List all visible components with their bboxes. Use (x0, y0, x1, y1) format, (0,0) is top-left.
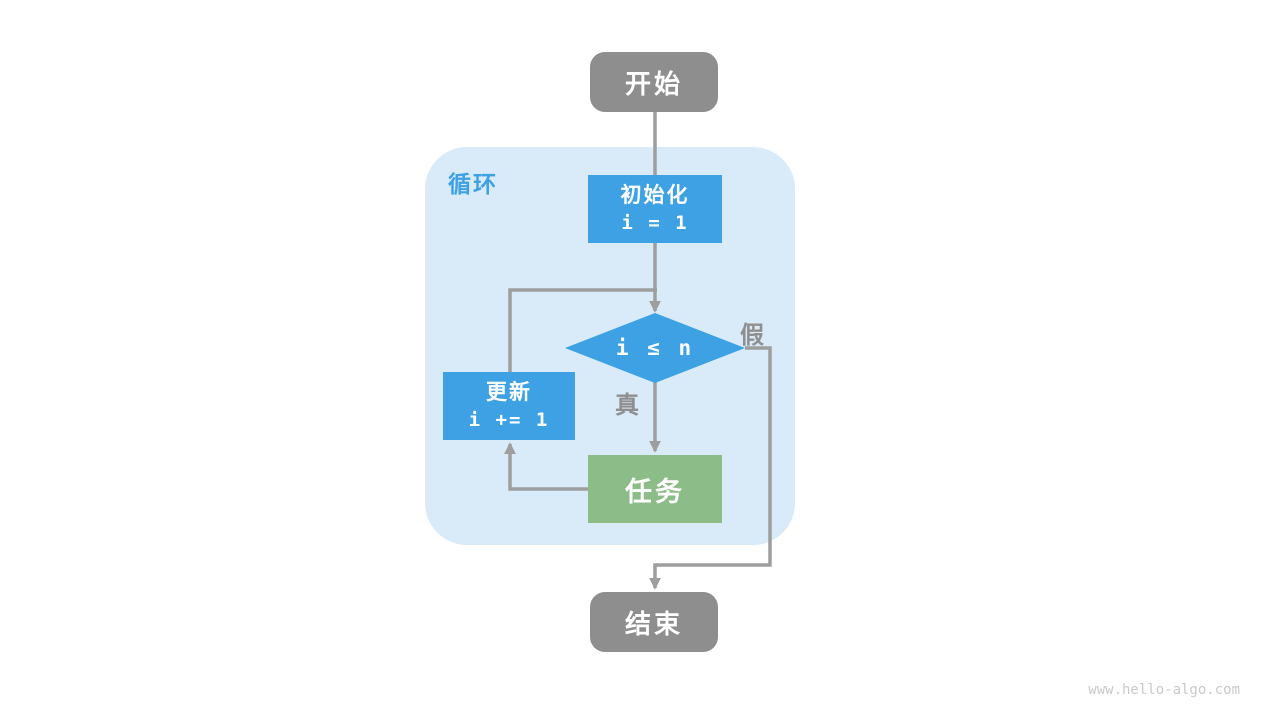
watermark-url: www.hello-algo.com (1088, 682, 1240, 698)
node-update: 更新 i += 1 (443, 372, 575, 440)
node-end: 结束 (590, 592, 718, 652)
edge-label-true: 真 (615, 392, 639, 419)
edge-cond-false-to-end (649, 346, 772, 590)
node-update-code: i += 1 (468, 408, 550, 431)
node-task: 任务 (588, 455, 722, 523)
node-initialize-code: i = 1 (621, 211, 689, 234)
node-start: 开始 (590, 52, 718, 112)
node-condition-code: i ≤ n (615, 336, 695, 360)
edge-update-to-cond (508, 288, 657, 372)
node-initialize: 初始化 i = 1 (588, 175, 722, 243)
node-task-label: 任务 (625, 476, 685, 507)
node-start-label: 开始 (624, 68, 683, 99)
node-initialize-title: 初始化 (620, 184, 690, 208)
loop-container-label: 循环 (448, 171, 498, 197)
node-end-label: 结束 (624, 608, 683, 639)
node-update-title: 更新 (486, 381, 532, 405)
edge-task-to-update (504, 442, 588, 491)
edge-label-false: 假 (740, 322, 764, 349)
